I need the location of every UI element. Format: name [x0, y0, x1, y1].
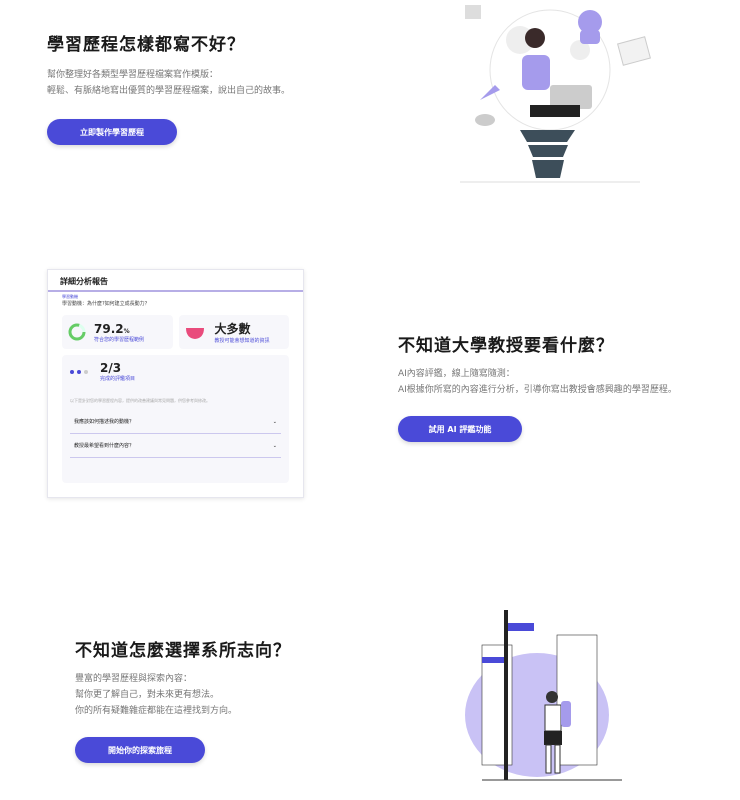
dots-progress-icon	[70, 369, 88, 374]
create-portfolio-button[interactable]: 立即製作學習歷程	[47, 119, 177, 145]
faq-item[interactable]: 教授最希望看到什麼內容？⌄	[70, 434, 281, 458]
report-title: 詳細分析報告	[48, 270, 303, 292]
stat-label[interactable]: 教授可能會想知道的資訊	[214, 338, 270, 344]
start-exploring-button[interactable]: 開始你的探索旅程	[75, 737, 205, 763]
section-explore: 不知道怎麼選擇系所志向？ 豐富的學習歷程與探索內容： 幫你更了解自己，對未來更有…	[75, 636, 291, 763]
section-portfolio: 學習歷程怎樣都寫不好？ 幫你整理好各類型學習歷程檔案寫作模版： 輕鬆、有脈絡地寫…	[47, 30, 290, 145]
try-ai-review-button[interactable]: 試用 AI 評鑑功能	[398, 416, 522, 442]
explorer-street-illustration	[465, 610, 622, 781]
description-line: AI根據你所寫的內容進行分析，引導你寫出教授會感興趣的學習歷程。	[398, 385, 677, 395]
description-line: AI內容評鑑，線上隨寫隨測：	[398, 369, 515, 379]
report-tag: 學習動機	[62, 294, 78, 299]
description-line: 你的所有疑難雜症都能在這裡找到方向。	[75, 706, 238, 716]
chevron-down-icon: ⌄	[272, 418, 277, 425]
stat-value: 79.2	[94, 321, 124, 336]
stat-match: 79.2%符合您的學習歷程範例	[62, 315, 173, 349]
section-ai-review: 不知道大學教授要看什麼？ AI內容評鑑，線上隨寫隨測： AI根據你所寫的內容進行…	[398, 331, 677, 442]
report-question: 學習動機：為什麼?如何建立成長動力？	[62, 301, 150, 307]
stat-value: 大多數	[214, 322, 251, 336]
stat-label[interactable]: 完成的評鑑項目	[100, 376, 136, 382]
stat-unit: %	[123, 327, 130, 335]
analysis-report-card: 詳細分析報告 學習動機 學習動機：為什麼?如何建立成長動力？ 79.2%符合您的…	[47, 269, 304, 498]
progress-ring-icon	[68, 323, 86, 341]
stat-majority: 大多數教授可能會想知道的資訊	[178, 315, 289, 349]
stat-value: 2/3	[100, 361, 122, 375]
heart-bowl-icon	[185, 328, 204, 339]
stat-label[interactable]: 符合您的學習歷程範例	[94, 336, 145, 343]
description-line: 豐富的學習歷程與探索內容：	[75, 674, 193, 684]
section-title: 學習歷程怎樣都寫不好？	[47, 35, 245, 55]
chevron-down-icon: ⌄	[272, 442, 277, 449]
student-laptop-illustration	[460, 5, 651, 183]
section-title: 不知道怎麼選擇系所志向？	[75, 641, 291, 661]
description-line: 幫你整理好各類型學習歷程檔案寫作模版：	[47, 70, 219, 80]
description-line: 輕鬆、有脈絡地寫出優質的學習歷程檔案，說出自己的故事。	[47, 86, 291, 96]
faq-item[interactable]: 我應該如何描述我的動機？⌄	[70, 410, 281, 434]
description-line: 幫你更了解自己，對未來更有想法。	[75, 690, 220, 700]
section-title: 不知道大學教授要看什麼？	[398, 336, 614, 356]
report-note: 以下是針對您的學習歷程內容，提供的改善建議與常見問題，供您參考與修改。	[70, 398, 210, 403]
